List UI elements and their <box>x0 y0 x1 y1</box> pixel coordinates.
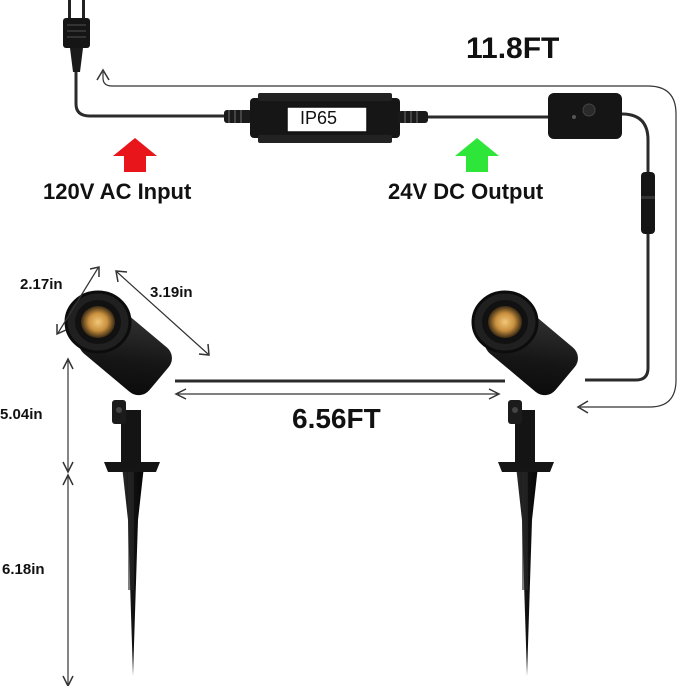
dimension-between <box>174 388 501 400</box>
ip65-label: IP65 <box>300 108 338 128</box>
ac-plug <box>63 0 90 72</box>
switch-cable <box>621 112 650 175</box>
dc-output-label: 24V DC Output <box>388 179 544 204</box>
stake-height-label: 6.18in <box>2 561 45 578</box>
inline-connector <box>641 172 655 234</box>
spotlight-left <box>64 290 172 676</box>
light-cable-right <box>585 234 650 382</box>
inline-switch <box>548 93 622 139</box>
dimension-head-length <box>115 270 210 356</box>
dimension-head-diameter <box>56 266 100 336</box>
spotlight-right <box>471 290 578 676</box>
dimension-line-total <box>102 72 677 408</box>
dimension-heights <box>62 357 74 686</box>
ac-input-label: 120V AC Input <box>43 179 192 204</box>
ac-cable <box>74 72 236 118</box>
head-diameter-label: 2.17in <box>20 276 63 293</box>
total-length-label: 11.8FT <box>466 32 560 65</box>
power-adapter <box>224 93 428 143</box>
head-length-label: 3.19in <box>150 284 193 301</box>
dc-output-arrow <box>455 138 499 172</box>
upper-height-label: 5.04in <box>0 406 43 423</box>
ac-input-arrow <box>113 138 157 172</box>
between-length-label: 6.56FT <box>292 403 381 434</box>
